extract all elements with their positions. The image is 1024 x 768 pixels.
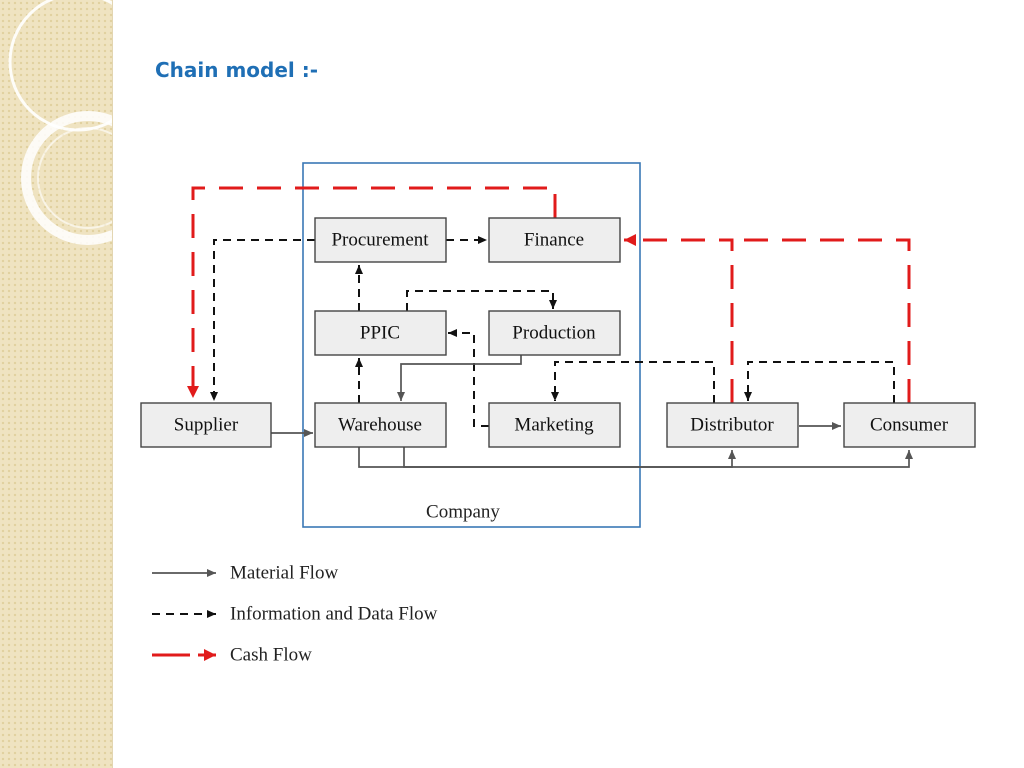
node-warehouse-label: Warehouse [338,415,422,436]
legend-material-label: Material Flow [230,563,338,584]
legend-information-label: Information and Data Flow [230,604,438,625]
node-production: Production [488,310,621,356]
node-warehouse: Warehouse [314,402,447,448]
info-flow-distributor-to-marketing [551,361,715,403]
node-procurement: Procurement [314,217,447,263]
material-flow-warehouse-to-distributor [403,447,736,468]
node-distributor: Distributor [666,402,799,448]
node-ppic: PPIC [314,310,447,356]
legend-material-flow: Material Flow [152,563,338,584]
node-finance-label: Finance [524,230,584,251]
legend-cash-label: Cash Flow [230,645,312,666]
decorative-sidebar [0,0,113,768]
company-label: Company [426,502,500,523]
node-marketing-label: Marketing [514,415,594,436]
legend-cash-flow: Cash Flow [152,645,312,666]
cash-flow-finance-to-supplier [187,186,557,398]
node-finance: Finance [488,217,621,263]
legend-information-flow: Information and Data Flow [152,604,438,625]
info-flow-marketing-to-ppic [448,329,489,427]
node-marketing: Marketing [488,402,621,448]
node-distributor-label: Distributor [690,415,774,436]
legend: Material Flow Information and Data Flow … [152,563,438,666]
info-flow-ppic-to-production [406,290,557,311]
info-flow-consumer-to-distributor [744,361,895,403]
info-flow-procurement-to-supplier [210,239,315,401]
cash-flow-distributor-to-finance [624,234,734,403]
slide-title: Chain model :- [155,58,319,82]
material-flow-production-to-warehouse [397,355,522,401]
node-production-label: Production [512,323,596,344]
cash-flow-consumer-to-finance [732,238,911,403]
company-boundary [302,162,641,528]
decorative-rings [8,0,112,245]
node-supplier-label: Supplier [174,415,239,436]
node-consumer-label: Consumer [870,415,949,436]
material-flow-warehouse-to-consumer [358,447,913,468]
node-procurement-label: Procurement [331,230,429,251]
node-supplier: Supplier [140,402,272,448]
node-ppic-label: PPIC [360,323,400,344]
node-consumer: Consumer [843,402,976,448]
